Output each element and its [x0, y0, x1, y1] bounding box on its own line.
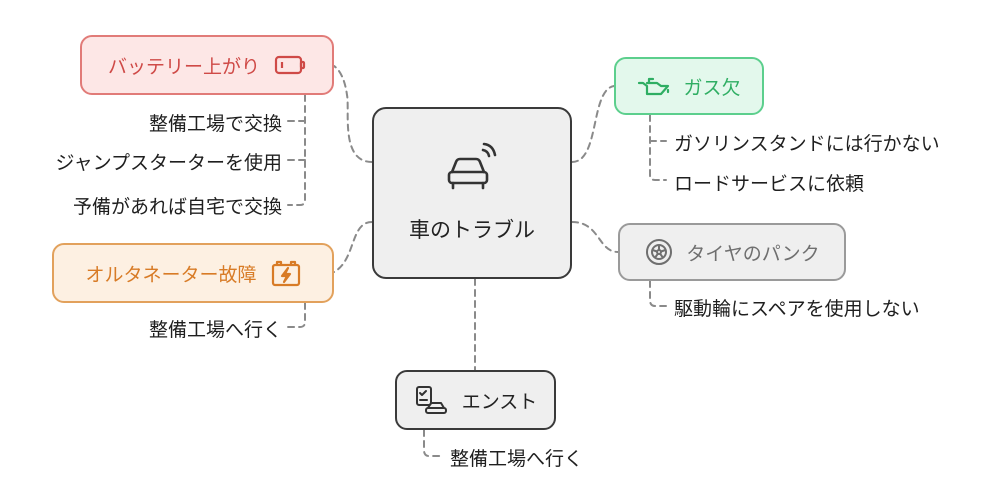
gas-item-1: ガソリンスタンドには行かない	[674, 133, 940, 155]
connector-center-tire	[571, 221, 619, 253]
tire-node: タイヤのパンク	[618, 223, 846, 281]
tire-item-1: 駆動輪にスペアを使用しない	[674, 298, 920, 320]
gas-item-2: ロードサービスに依頼	[674, 173, 865, 195]
connector-center-alternator	[333, 221, 373, 273]
battery-item-2: ジャンプスターターを使用	[55, 152, 282, 174]
tire-label: タイヤのパンク	[686, 242, 820, 265]
connector-center-gas	[571, 85, 615, 163]
connector-stall-item	[423, 429, 443, 457]
car-checklist-icon	[414, 384, 448, 416]
alternator-node: オルタネーター故障	[52, 243, 334, 303]
alternator-item-1: 整備工場へ行く	[148, 319, 282, 341]
battery-icon	[274, 54, 306, 76]
battery-charge-icon	[271, 259, 301, 287]
gas-node: ガス欠	[614, 57, 764, 115]
battery-item-3: 予備があれば自宅で交換	[72, 196, 282, 218]
connector-center-battery	[333, 65, 373, 163]
stall-node: エンスト	[395, 370, 556, 430]
stall-item-1: 整備工場へ行く	[450, 448, 584, 470]
tire-icon	[644, 237, 674, 267]
connector-tire-item	[649, 280, 667, 307]
center-node: 車のトラブル	[372, 107, 572, 279]
connector-battery-items	[287, 94, 306, 206]
connector-alternator-item	[287, 302, 306, 328]
battery-item-1: 整備工場で交換	[148, 113, 282, 135]
car-signal-icon	[444, 142, 500, 198]
battery-node: バッテリー上がり	[80, 35, 334, 95]
gas-label: ガス欠	[683, 76, 741, 99]
oil-can-icon	[637, 74, 671, 98]
stall-label: エンスト	[461, 390, 538, 413]
battery-label: バッテリー上がり	[107, 55, 260, 78]
connector-gas-items	[649, 114, 667, 181]
center-label: 車のトラブル	[409, 218, 535, 242]
alternator-label: オルタネーター故障	[85, 263, 257, 286]
